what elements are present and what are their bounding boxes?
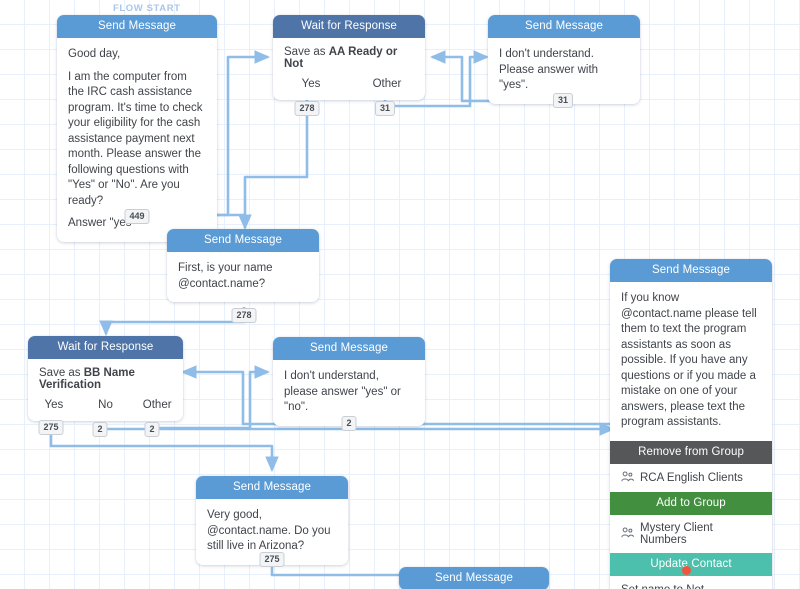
node-send-very-good[interactable]: Send Message Very good, @contact.name. D…	[196, 476, 348, 565]
edge-count-badge[interactable]: 2	[144, 422, 160, 437]
edge-count-badge[interactable]: 31	[552, 93, 574, 108]
choice-other[interactable]: Other	[372, 78, 402, 90]
node-header-send-message: Send Message	[273, 337, 425, 360]
save-as-prefix: Save as	[284, 46, 329, 58]
message-paragraph: I am the computer from the IRC cash assi…	[68, 70, 203, 207]
node-header-add-to-group: Add to Group	[610, 491, 772, 515]
node-send-first-name[interactable]: Send Message First, is your name @contac…	[167, 229, 319, 302]
save-as-result-name: BB Name Verification	[39, 367, 135, 391]
save-as-result-name: AA Ready or Not	[284, 46, 398, 70]
node-header-remove-from-group: Remove from Group	[610, 440, 772, 464]
node-header-send-message: Send Message	[167, 229, 319, 252]
add-to-group-row: Mystery Client Numbers	[610, 515, 772, 553]
node-header-send-message: Send Message	[57, 15, 217, 38]
flow-start-label: FLOW START	[113, 3, 181, 14]
group-icon	[621, 470, 634, 485]
remove-from-group-name: RCA English Clients	[640, 471, 743, 484]
choice-other[interactable]: Other	[142, 399, 172, 411]
node-send-dont-understand-yesno[interactable]: Send Message I don't understand, please …	[273, 337, 425, 426]
message-paragraph: Answer "yes"	[68, 217, 136, 229]
edge-count-badge[interactable]: 278	[231, 308, 257, 323]
edge-count-badge[interactable]: 2	[92, 422, 108, 437]
edge-count-badge[interactable]: 278	[294, 101, 320, 116]
node-header-send-message: Send Message	[196, 476, 348, 499]
choice-no[interactable]: No	[98, 399, 113, 411]
node-body: I don't understand. Please answer with "…	[488, 38, 640, 104]
choice-yes[interactable]: Yes	[301, 78, 321, 90]
node-body: First, is your name @contact.name?	[167, 252, 319, 302]
edge-count-badge[interactable]: 449	[124, 209, 150, 224]
node-error-dot[interactable]	[682, 566, 691, 575]
message-paragraph: I don't understand, please answer "yes" …	[284, 370, 401, 413]
node-wait-bb-name-verification[interactable]: Wait for Response Save as BB Name Verifi…	[28, 336, 183, 421]
message-paragraph: Very good, @contact.name. Do you still l…	[207, 509, 331, 552]
node-wait-aa-ready[interactable]: Wait for Response Save as AA Ready or No…	[273, 15, 425, 100]
save-as-row: Save as BB Name Verification	[28, 359, 183, 396]
node-body: Good day, I am the computer from the IRC…	[57, 38, 217, 242]
save-as-prefix: Save as	[39, 367, 84, 379]
message-paragraph: First, is your name @contact.name?	[178, 262, 273, 290]
node-mystery-client-actions[interactable]: Send Message If you know @contact.name p…	[610, 259, 772, 589]
add-to-group-name: Mystery Client Numbers	[640, 521, 713, 546]
node-header-send-message: Send Message	[399, 567, 549, 589]
node-header-update-contact: Update Contact	[610, 552, 772, 576]
edge-count-badge[interactable]: 275	[38, 420, 64, 435]
node-header-wait-for-response: Wait for Response	[273, 15, 425, 38]
node-body: I don't understand, please answer "yes" …	[273, 360, 425, 426]
update-contact-text: Set name to Not @contact.na…	[610, 576, 772, 589]
save-as-row: Save as AA Ready or Not	[273, 38, 425, 75]
node-send-bottom-partial[interactable]: Send Message	[399, 567, 549, 589]
node-header-wait-for-response: Wait for Response	[28, 336, 183, 359]
message-paragraph: If you know @contact.name please tell th…	[621, 292, 757, 428]
group-icon	[621, 526, 634, 541]
node-header-send-message: Send Message	[488, 15, 640, 38]
node-send-greeting[interactable]: Send Message Good day, I am the computer…	[57, 15, 217, 242]
edge-count-badge[interactable]: 275	[259, 552, 285, 567]
choice-yes[interactable]: Yes	[44, 399, 64, 411]
choice-row: Yes Other	[273, 75, 425, 100]
message-paragraph: I don't understand. Please answer with "…	[499, 48, 599, 91]
edge-count-badge[interactable]: 31	[374, 101, 396, 116]
node-body: If you know @contact.name please tell th…	[610, 282, 772, 441]
message-paragraph: Good day,	[68, 48, 121, 60]
node-body: Very good, @contact.name. Do you still l…	[196, 499, 348, 565]
node-send-dont-understand-yes[interactable]: Send Message I don't understand. Please …	[488, 15, 640, 104]
edge-count-badge[interactable]: 2	[341, 416, 357, 431]
node-header-send-message: Send Message	[610, 259, 772, 282]
remove-from-group-row: RCA English Clients	[610, 464, 772, 492]
choice-row: Yes No Other	[28, 396, 183, 421]
